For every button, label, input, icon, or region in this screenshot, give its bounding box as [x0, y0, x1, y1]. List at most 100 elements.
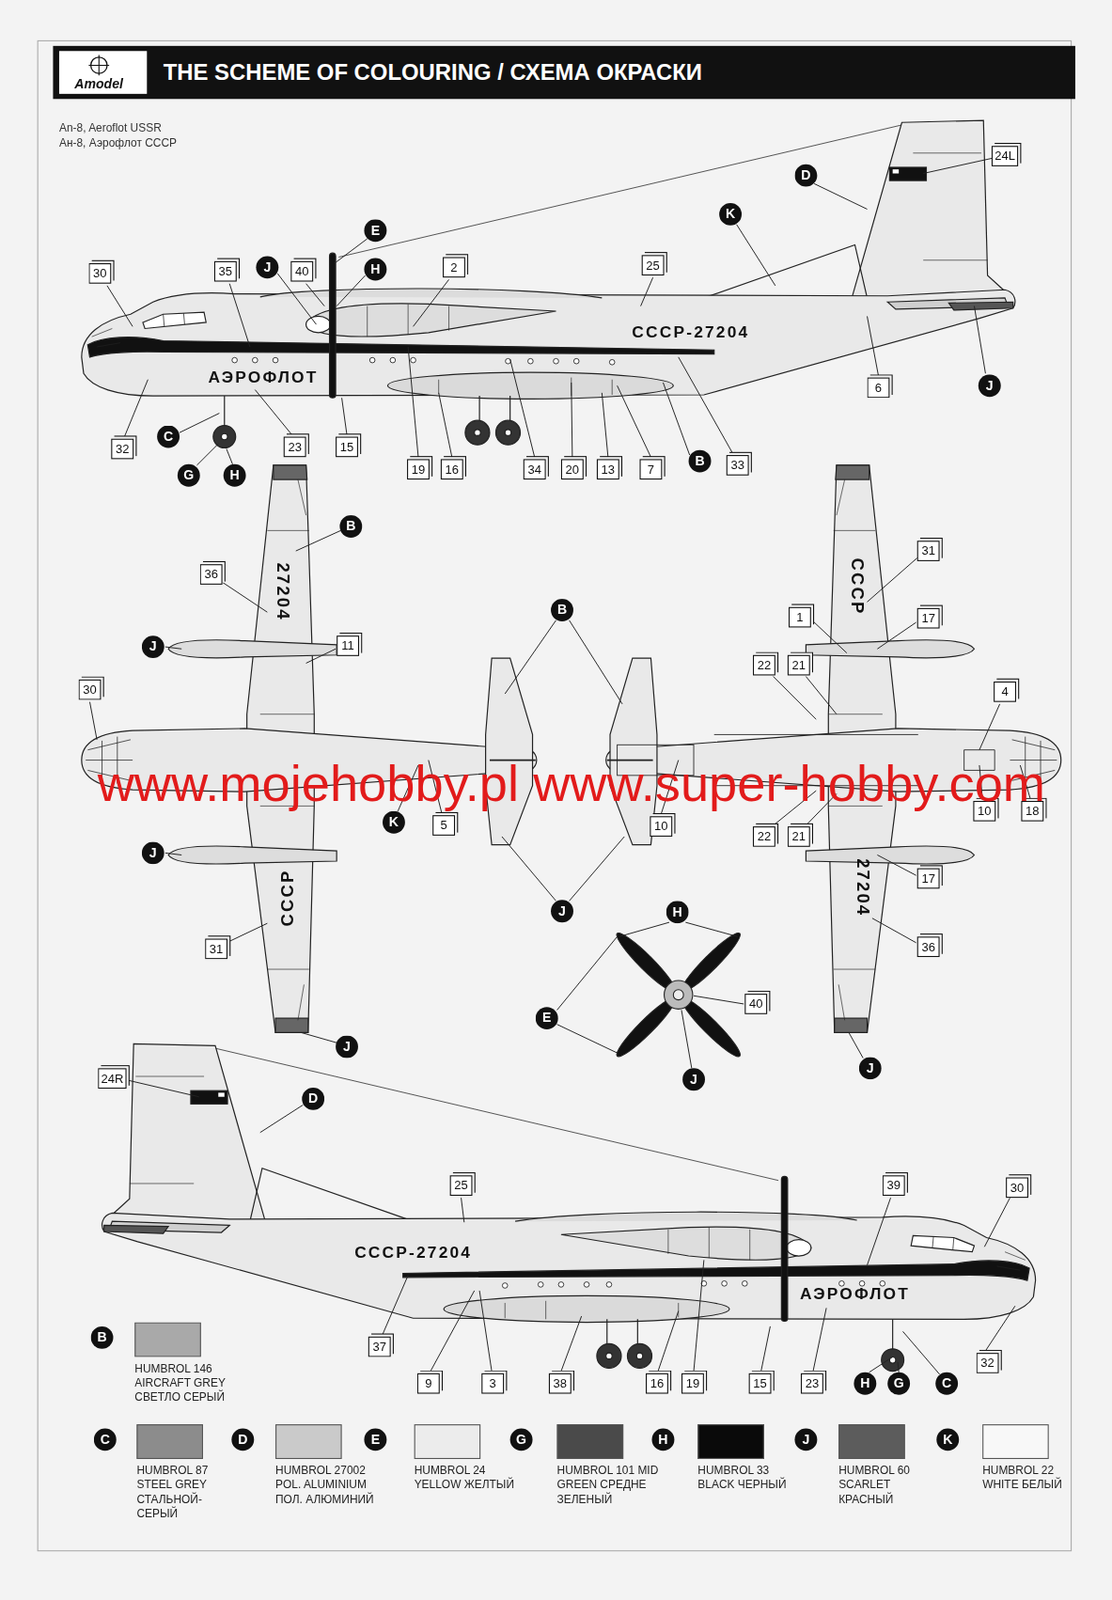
header-band [52, 46, 1075, 99]
callout-number: 39 [882, 1174, 906, 1196]
paint-code: J [141, 635, 165, 658]
callout-number: 35 [214, 261, 237, 282]
paint-code: J [255, 255, 279, 279]
callout-number: 16 [645, 1373, 669, 1394]
wing-marking: СССР [846, 558, 868, 616]
callout-number: 19 [407, 458, 430, 480]
callout-number: 23 [800, 1373, 824, 1394]
top-view [81, 465, 537, 1033]
legend-text: HUMBROL 33 BLACK ЧЕРНЫЙ [697, 1462, 800, 1491]
propeller [611, 928, 745, 1062]
callout-number: 25 [450, 1174, 473, 1196]
color-swatch [414, 1424, 482, 1459]
callout-number: 25 [642, 254, 665, 276]
paint-code: J [550, 899, 574, 923]
callout-number: 20 [561, 458, 584, 480]
color-swatch [136, 1424, 204, 1459]
callout-number: 19 [681, 1373, 705, 1394]
legend-text: HUMBROL 146 AIRCRAFT GREY СВЕТЛО СЕРЫЙ [134, 1361, 237, 1405]
callout-number: 6 [867, 377, 891, 399]
brand-logo: Amodel [74, 76, 124, 92]
paint-code: H [853, 1372, 877, 1395]
paint-code: H [652, 1427, 675, 1451]
callout-number: 32 [976, 1352, 1000, 1374]
callout-number: 10 [649, 815, 673, 837]
paint-code: H [363, 258, 387, 282]
paint-code: D [794, 164, 817, 188]
paint-code: H [666, 900, 690, 924]
callout-number: 11 [336, 635, 360, 657]
aircraft-marking: СССР-27204 [354, 1243, 472, 1263]
side-view [81, 120, 1016, 448]
callout-number: 32 [110, 438, 134, 460]
paint-code: J [141, 841, 165, 864]
paint-code: E [363, 219, 387, 242]
logo-box [59, 50, 147, 94]
callout-number: 5 [432, 814, 455, 836]
color-swatch [838, 1424, 906, 1459]
legend-text: HUMBROL 87 STEEL GREY СТАЛЬНОЙ-СЕРЫЙ [136, 1462, 239, 1520]
paint-code: C [935, 1372, 958, 1395]
paint-code: J [859, 1056, 882, 1080]
paint-code: J [794, 1427, 817, 1451]
callout-number: 13 [596, 458, 620, 480]
propeller [673, 989, 684, 1001]
color-swatch [275, 1424, 343, 1459]
subtitle: An-8, Aeroflot USSR [59, 121, 162, 134]
propeller [611, 928, 745, 1062]
callout-number: 23 [283, 437, 307, 458]
logo-mark [88, 55, 110, 77]
color-swatch [697, 1424, 765, 1459]
callout-number: 34 [523, 458, 547, 480]
callout-number: 40 [290, 261, 314, 282]
callout-number: 1 [788, 607, 812, 628]
aircraft-marking: СССР-27204 [631, 323, 750, 343]
legend-text: HUMBROL 24 YELLOW ЖЕЛТЫЙ [414, 1462, 517, 1491]
aircraft-marking: АЭРОФЛОТ [207, 368, 318, 388]
paint-code: G [510, 1427, 533, 1451]
callout-number: 40 [744, 993, 768, 1015]
title-text: THE SCHEME OF COLOURING / СХЕМА ОКРАСКИ [163, 59, 703, 86]
callout-number: 36 [917, 936, 940, 957]
callout-number: 31 [917, 540, 940, 562]
callout-number: 17 [917, 868, 940, 890]
callout-number: 36 [200, 563, 223, 585]
callout-number: 24R [97, 1067, 126, 1089]
callout-number: 24L [991, 145, 1019, 167]
paint-code: G [887, 1372, 910, 1395]
legend-text: HUMBROL 60 SCARLET КРАСНЫЙ [838, 1462, 941, 1506]
callout-number: 22 [752, 655, 776, 676]
paint-code: E [535, 1006, 559, 1030]
callout-number: 7 [639, 458, 662, 480]
paint-code: C [93, 1427, 117, 1451]
legend-text: HUMBROL 101 MID GREEN СРЕДНЕ ЗЕЛЕНЫЙ [557, 1462, 660, 1506]
bottom-view [606, 465, 1062, 1033]
paint-code: K [382, 811, 406, 834]
callout-number: 17 [917, 608, 940, 629]
paint-code: H [223, 464, 247, 487]
callout-number: 21 [787, 655, 811, 676]
paint-code: C [156, 425, 180, 449]
callout-number: 30 [1005, 1176, 1029, 1198]
callout-number: 22 [752, 826, 776, 847]
callout-number: 31 [204, 938, 228, 959]
callout-number: 37 [368, 1336, 392, 1358]
paint-code: E [363, 1427, 387, 1451]
side-view-right [102, 1043, 1036, 1371]
wing-marking: 27204 [271, 562, 293, 621]
paint-code: J [335, 1035, 359, 1059]
callout-number: 15 [335, 437, 359, 458]
color-swatch [982, 1424, 1050, 1459]
callout-number: 4 [993, 681, 1017, 703]
paint-code: B [689, 450, 712, 473]
propeller [611, 928, 745, 1062]
color-swatch [134, 1322, 202, 1358]
watermark: www.mojehobby.pl www.super-hobby.com [97, 753, 1046, 814]
paint-code: B [550, 598, 574, 622]
subtitle: Ан-8, Аэрофлот СССР [59, 136, 177, 149]
callout-number: 30 [88, 263, 111, 284]
paint-code: B [91, 1326, 114, 1349]
callout-number: 21 [787, 826, 811, 847]
paint-code: D [231, 1427, 254, 1451]
